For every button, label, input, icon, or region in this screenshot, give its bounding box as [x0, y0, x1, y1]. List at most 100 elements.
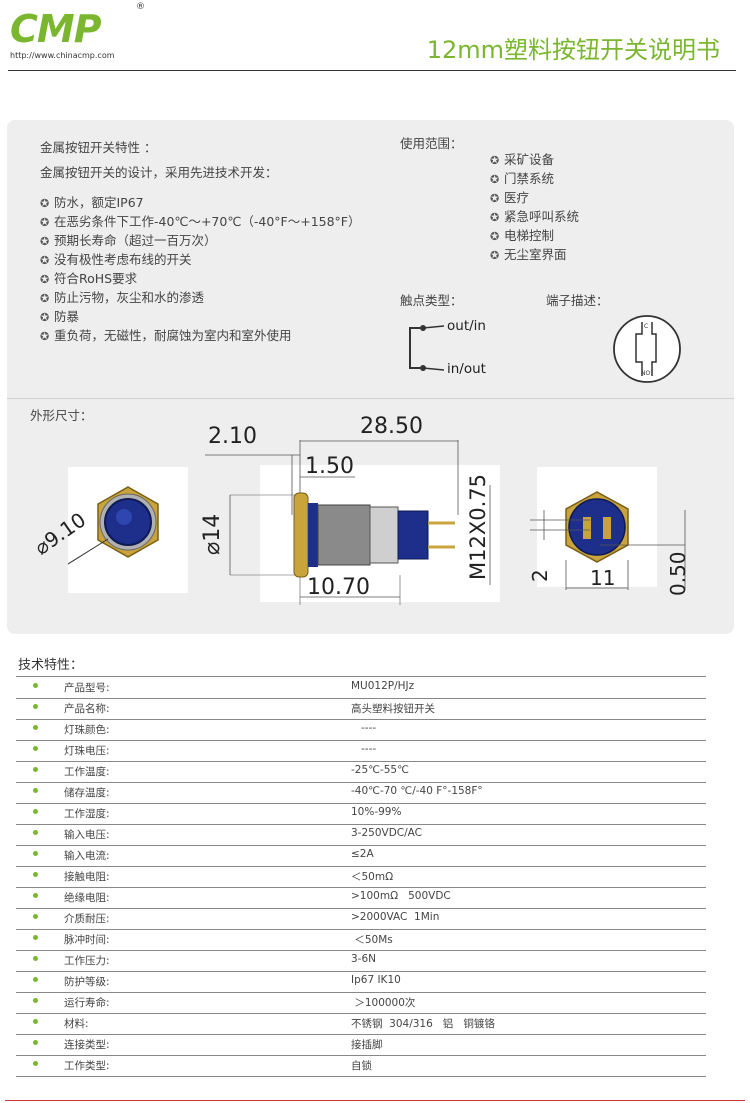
list-item: ✪紧急呼叫系统 — [490, 207, 579, 226]
list-item: ✪防暴 — [40, 307, 361, 326]
bullet-dot-icon — [33, 704, 38, 709]
bullet-dot-icon — [33, 977, 38, 982]
table-row: 产品型号:MU012P/HJz — [16, 677, 706, 699]
bullet-dot-icon — [33, 914, 38, 919]
table-row: 灯珠颜色: ---- — [16, 719, 706, 741]
table-row: 工作温度:-25℃-55℃ — [16, 761, 706, 783]
registered-mark: ® — [136, 2, 145, 12]
table-row: 灯珠电压: ---- — [16, 740, 706, 762]
table-row: 产品名称:高头塑料按钮开关 — [16, 698, 706, 720]
list-item: ✪防止污物，灰尘和水的渗透 — [40, 288, 361, 307]
dim-2-10: 2.10 — [208, 424, 257, 449]
table-row: 运行寿命: ＞100000次 — [16, 992, 706, 1014]
terminal-pin-left — [635, 322, 643, 376]
terminal-diagram — [613, 315, 681, 383]
star-bullet-icon: ✪ — [40, 330, 50, 343]
bullet-dot-icon — [33, 1019, 38, 1024]
list-item: ✪采矿设备 — [490, 150, 579, 169]
list-item: ✪重负荷，无磁性，耐腐蚀为室内和室外使用 — [40, 326, 361, 345]
front-view-drawing — [68, 486, 159, 565]
bullet-dot-icon — [33, 725, 38, 730]
table-row: 工作湿度:10%-99% — [16, 803, 706, 825]
dim-11: 11 — [590, 566, 616, 590]
terminal-outline — [613, 315, 681, 383]
star-bullet-icon: ✪ — [40, 292, 50, 305]
table-row: 脉冲时间: ＜50Ms — [16, 929, 706, 951]
bullet-dot-icon — [33, 830, 38, 835]
bullet-dot-icon — [33, 683, 38, 688]
rear-view-drawing — [530, 491, 686, 590]
bullet-dot-icon — [33, 851, 38, 856]
table-row: 工作压力:3-6N — [16, 950, 706, 972]
dim-leader — [68, 538, 109, 565]
features-intro: 金属按钮开关的设计，采用先进技术开发： — [40, 165, 278, 180]
base-housing — [397, 510, 429, 560]
table-row: 工作类型:自锁 — [16, 1055, 706, 1077]
dim-2: 2 — [528, 569, 552, 582]
dim-1-50: 1.50 — [305, 454, 354, 479]
star-bullet-icon: ✪ — [490, 192, 500, 205]
bezel-flange — [293, 492, 309, 578]
features-heading: 金属按钮开关特性 ： — [40, 140, 157, 155]
star-bullet-icon: ✪ — [40, 254, 50, 267]
rear-housing — [568, 498, 626, 556]
body-rear — [369, 506, 399, 564]
bullet-dot-icon — [33, 998, 38, 1003]
contact-diagram — [409, 325, 445, 371]
table-row: 材料:不锈钢 304/316 铝 铜镀铬 — [16, 1013, 706, 1035]
table-row: 介质耐压:>2000VAC 1Min — [16, 908, 706, 930]
dim-10-70: 10.70 — [307, 575, 370, 600]
table-row: 输入电压:3-250VDC/AC — [16, 824, 706, 846]
contact-lead-in — [422, 367, 445, 371]
rear-pin — [603, 517, 611, 539]
bullet-dot-icon — [33, 893, 38, 898]
table-row: 绝缘电阻:>100mΩ 500VDC — [16, 887, 706, 909]
bullet-dot-icon — [33, 746, 38, 751]
contact-out-label: out/in — [447, 318, 486, 334]
dimensions-heading: 外形尺寸： — [30, 408, 93, 423]
star-bullet-icon: ✪ — [40, 273, 50, 286]
page-title: 12mm塑料按钮开关说明书 — [426, 36, 720, 64]
dim-0-50: 0.50 — [666, 551, 690, 596]
star-bullet-icon: ✪ — [490, 173, 500, 186]
list-item: ✪预期长寿命（超过一百万次） — [40, 231, 361, 250]
terminal-c-label: C — [644, 323, 649, 330]
footer-rule — [5, 1100, 745, 1101]
side-view-drawing — [205, 440, 491, 605]
star-bullet-icon: ✪ — [40, 216, 50, 229]
list-item: ✪没有极性考虑布线的开关 — [40, 250, 361, 269]
header-divider — [8, 70, 736, 71]
dim-diameter-14: ⌀14 — [200, 513, 225, 555]
contact-in-label: in/out — [447, 361, 486, 377]
bullet-dot-icon — [33, 872, 38, 877]
bullet-dot-icon — [33, 935, 38, 940]
star-bullet-icon: ✪ — [490, 230, 500, 243]
specs-top-rule — [16, 676, 706, 677]
star-bullet-icon: ✪ — [490, 211, 500, 224]
bullet-dot-icon — [33, 1061, 38, 1066]
specs-heading: 技术特性： — [18, 658, 84, 673]
star-bullet-icon: ✪ — [40, 311, 50, 324]
features-list: ✪防水，额定IP67 ✪在恶劣条件下工作-40℃～+70℃（-40°F～+158… — [40, 193, 361, 345]
contact-bracket — [409, 327, 420, 369]
bullet-dot-icon — [33, 1040, 38, 1045]
list-item: ✪防水，额定IP67 — [40, 193, 361, 212]
terminal-pin-right — [651, 322, 657, 376]
table-row: 防护等级:Ip67 IK10 — [16, 971, 706, 993]
cap-side — [308, 503, 318, 567]
bullet-dot-icon — [33, 956, 38, 961]
rear-pin — [583, 517, 591, 539]
bullet-dot-icon — [33, 767, 38, 772]
table-row: 连接类型:接插脚 — [16, 1034, 706, 1056]
table-row: 接触电阻:＜50mΩ — [16, 866, 706, 888]
bullet-dot-icon — [33, 809, 38, 814]
list-item: ✪门禁系统 — [490, 169, 579, 188]
star-bullet-icon: ✪ — [40, 235, 50, 248]
list-item: ✪无尘室界面 — [490, 245, 579, 264]
star-bullet-icon: ✪ — [490, 154, 500, 167]
table-row: 输入电流:≤2A — [16, 845, 706, 867]
list-item: ✪医疗 — [490, 188, 579, 207]
brand-url: http://www.chinacmp.com — [10, 51, 115, 60]
usage-heading: 使用范围： — [400, 136, 463, 151]
panel-divider — [7, 398, 734, 399]
